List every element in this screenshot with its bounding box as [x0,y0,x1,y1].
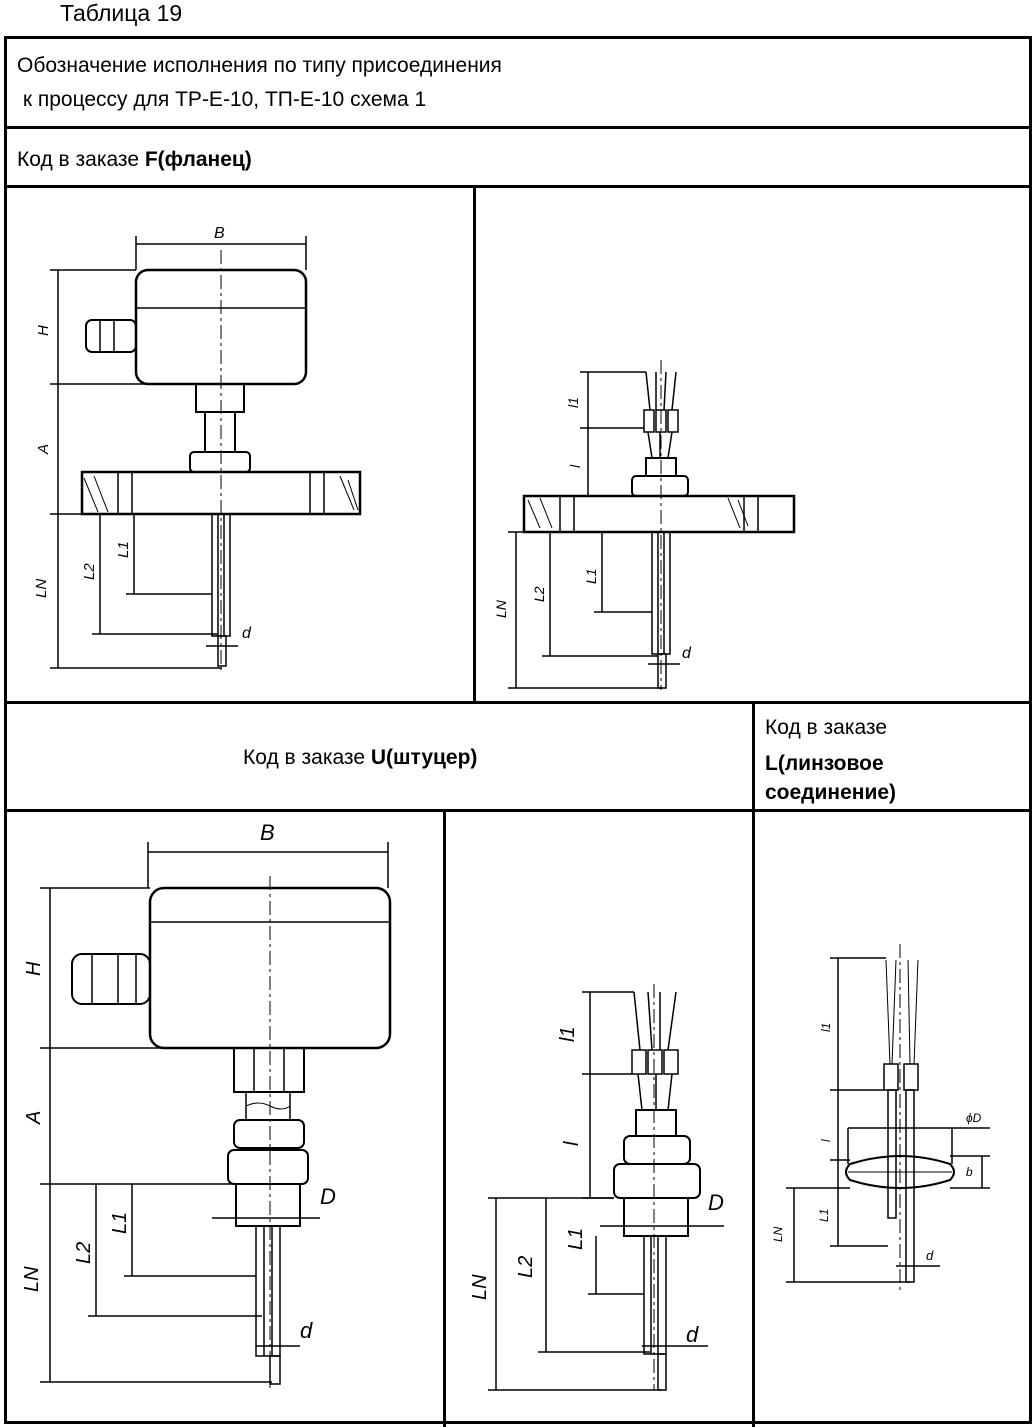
flange-title: Код в заказе F(фланец) [17,143,252,177]
dim-label-L1: L1 [109,1212,131,1234]
dim-label-LN: LN [771,1226,785,1242]
row-divider [7,126,1029,129]
order-code-fitting: U(штуцер) [370,746,478,769]
dim-label-l1: l1 [557,1026,579,1042]
dim-label-LN: LN [21,1266,43,1292]
lens-title: Код в заказе L(линзовое соединение) [765,711,896,807]
header-cell: Обозначение исполнения по типу присоедин… [17,49,502,117]
dim-label-A: A [35,444,52,455]
dim-label-d: d [242,625,252,642]
order-code-label: Код в заказе [17,148,145,171]
dim-label-A: A [23,1111,45,1125]
dim-label-H: H [23,961,45,976]
dim-label-L1: L1 [565,1228,587,1250]
dim-label-L2: L2 [515,1256,537,1278]
specification-table: Обозначение исполнения по типу присоедин… [4,36,1032,1427]
dim-label-b: b [966,1165,973,1179]
dim-label-L2: L2 [531,586,547,602]
fitting-title: Код в заказе U(штуцер) [243,741,477,775]
order-code-label: Код в заказе [243,746,371,769]
column-divider [443,809,446,1427]
dim-label-LN: LN [33,579,50,598]
dim-label-l: l [561,1141,583,1146]
dim-label-l: l [567,464,583,468]
column-divider [752,701,755,1427]
row-divider [7,809,1029,812]
dim-label-d: d [682,645,692,662]
dim-label-d: d [686,1322,699,1347]
order-code-lens-line2: соединение) [765,781,897,804]
header-line-2: к процессу для ТР-Е-10, ТП-Е-10 схема 1 [17,88,427,111]
dim-label-L1: L1 [115,541,132,558]
dim-label-L2: L2 [73,1242,95,1264]
column-divider [473,185,476,701]
dim-label-d: d [926,1248,934,1263]
dim-label-B: B [260,820,275,845]
dim-label-L1: L1 [583,568,599,584]
order-code-flange: F(фланец) [144,148,252,171]
order-code-lens-line1: L(линзовое [765,752,884,775]
header-line-1: Обозначение исполнения по типу присоедин… [17,54,502,77]
dim-label-D: D [708,1190,724,1215]
dim-label-D: D [320,1184,336,1209]
dim-label-L2: L2 [81,563,98,580]
dim-label-l1: l1 [565,397,581,408]
row-divider [7,185,1029,188]
dim-label-H: H [35,325,52,336]
dim-label-l: l [819,1139,833,1142]
dim-label-l1: l1 [819,1023,833,1032]
order-code-label: Код в заказе [765,716,888,739]
dim-label-LN: LN [469,1274,491,1300]
table-caption: Таблица 19 [60,0,183,26]
dim-label-LN: LN [493,599,509,618]
row-divider [7,701,1029,704]
dim-label-d: d [300,1318,313,1343]
dim-label-L1: L1 [817,1209,831,1222]
dim-label-B: B [214,225,225,242]
dim-label-phiD: ϕD [966,1111,982,1125]
